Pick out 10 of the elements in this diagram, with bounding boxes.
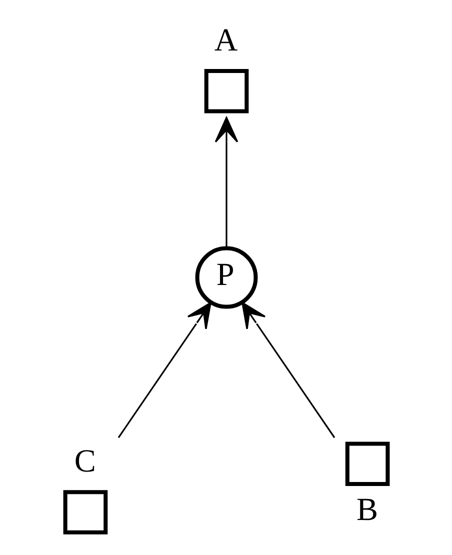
- arrow: [214, 116, 238, 248]
- node-label: B: [356, 490, 378, 527]
- node-box: [62, 490, 108, 534]
- node-box: [204, 68, 248, 114]
- node-label: C: [74, 442, 96, 479]
- node-label: A: [214, 21, 238, 58]
- node-box: [344, 442, 390, 486]
- arrow: [241, 302, 335, 438]
- node-circle: P: [194, 246, 258, 309]
- arrow: [117, 302, 211, 438]
